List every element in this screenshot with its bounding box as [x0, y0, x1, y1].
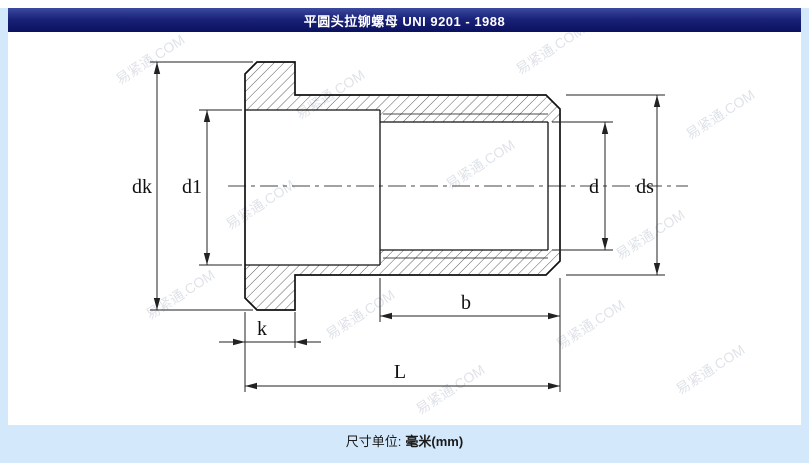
section-hatching: [245, 62, 560, 310]
footer: 尺寸单位:毫米(mm): [0, 431, 809, 450]
label-k: k: [257, 318, 267, 340]
dimension-L: L: [245, 361, 560, 390]
unit-label: 尺寸单位:: [345, 434, 402, 449]
watermark-text: 易紧通.COM: [223, 176, 298, 232]
body-top-wall-hatch: [295, 95, 560, 122]
dimension-b: b: [379, 278, 561, 392]
dimension-d: d: [552, 121, 613, 251]
watermark-text: 易紧通.COM: [683, 86, 758, 142]
flange-bottom-hatch: [245, 265, 295, 310]
watermark-text: 易紧通.COM: [553, 296, 628, 352]
label-ds: ds: [636, 176, 654, 198]
dimension-k: k: [219, 312, 321, 392]
watermark-text: 易紧通.COM: [513, 32, 588, 78]
watermark-text: 易紧通.COM: [413, 361, 488, 417]
unit-value: 毫米(mm): [405, 434, 464, 449]
label-L: L: [394, 361, 406, 383]
body-bottom-wall-hatch: [295, 250, 560, 275]
watermark-text: 易紧通.COM: [143, 266, 218, 322]
dimension-d1: d1: [182, 109, 242, 266]
watermarks: 易紧通.COM 易紧通.COM 易紧通.COM 易紧通.COM 易紧通.COM …: [113, 32, 758, 418]
flange-top-hatch: [245, 62, 295, 110]
page-title: 平圆头拉铆螺母 UNI 9201 - 1988: [303, 13, 506, 29]
label-d1: d1: [182, 176, 202, 198]
label-dk: dk: [132, 176, 152, 198]
watermark-text: 易紧通.COM: [613, 206, 688, 262]
dimension-dk: dk: [132, 61, 253, 311]
watermark-text: 易紧通.COM: [673, 341, 748, 397]
label-d: d: [589, 176, 599, 198]
thread-crest-lines: [383, 113, 548, 259]
dimension-ds: ds: [566, 94, 665, 276]
drawing-panel: 易紧通.COM 易紧通.COM 易紧通.COM 易紧通.COM 易紧通.COM …: [8, 32, 801, 425]
outer-profile: [244, 61, 561, 311]
watermark-text: 易紧通.COM: [323, 286, 398, 342]
bore-lines: [245, 109, 549, 266]
rivet-nut-drawing: 易紧通.COM 易紧通.COM 易紧通.COM 易紧通.COM 易紧通.COM …: [113, 32, 758, 418]
title-bar: 平圆头拉铆螺母 UNI 9201 - 1988: [8, 8, 801, 32]
watermark-text: 易紧通.COM: [443, 136, 518, 192]
watermark-text: 易紧通.COM: [113, 32, 188, 88]
part-outline: [244, 61, 561, 311]
label-b: b: [461, 292, 471, 314]
